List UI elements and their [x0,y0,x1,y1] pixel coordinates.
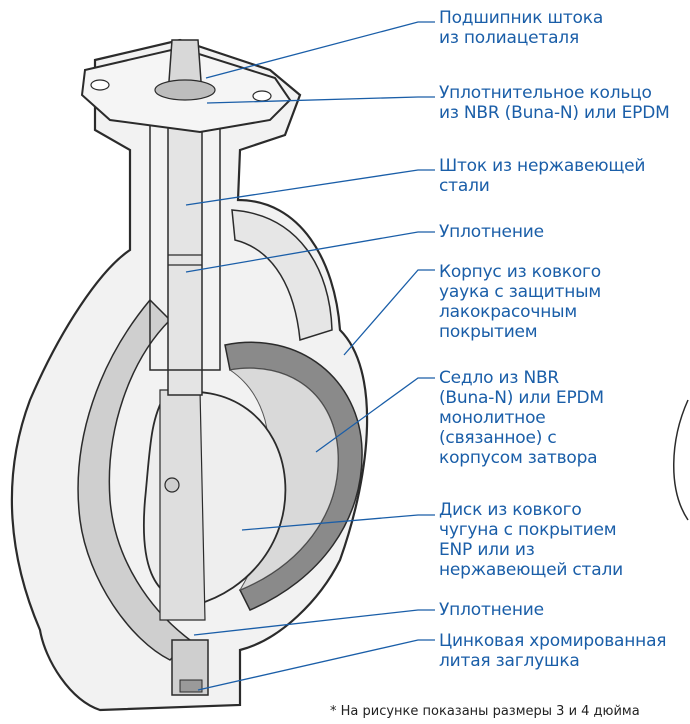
callout-stem-bearing: Подшипник штока из полиацеталя [439,8,689,48]
callout-upper-seal: Уплотнение [439,222,689,242]
leader-body [344,270,435,355]
callout-o-ring: Уплотнительное кольцо из NBR (Buna-N) ил… [439,83,689,123]
flange-hole-icon [91,80,109,90]
callout-lower-seal: Уплотнение [439,600,689,620]
callout-body: Корпус из ковкого уаука с защитным лакок… [439,262,689,342]
stem-shaft [168,95,202,395]
callout-stem: Шток из нержавеющей стали [439,156,689,196]
callout-seat: Седло из NBR (Buna-N) или EPDM монолитно… [439,368,689,468]
callout-disc: Диск из ковкого чугуна с покрытием ENP и… [439,500,689,580]
callout-plug: Цинковая хромированная литая заглушка [439,631,689,671]
disc-hub [160,390,205,620]
stem-bearing [155,80,215,100]
footnote: * На рисунке показаны размеры 3 и 4 дюйм… [330,704,690,720]
flange-hole-icon-2 [253,91,271,101]
disc-pin-icon [165,478,179,492]
